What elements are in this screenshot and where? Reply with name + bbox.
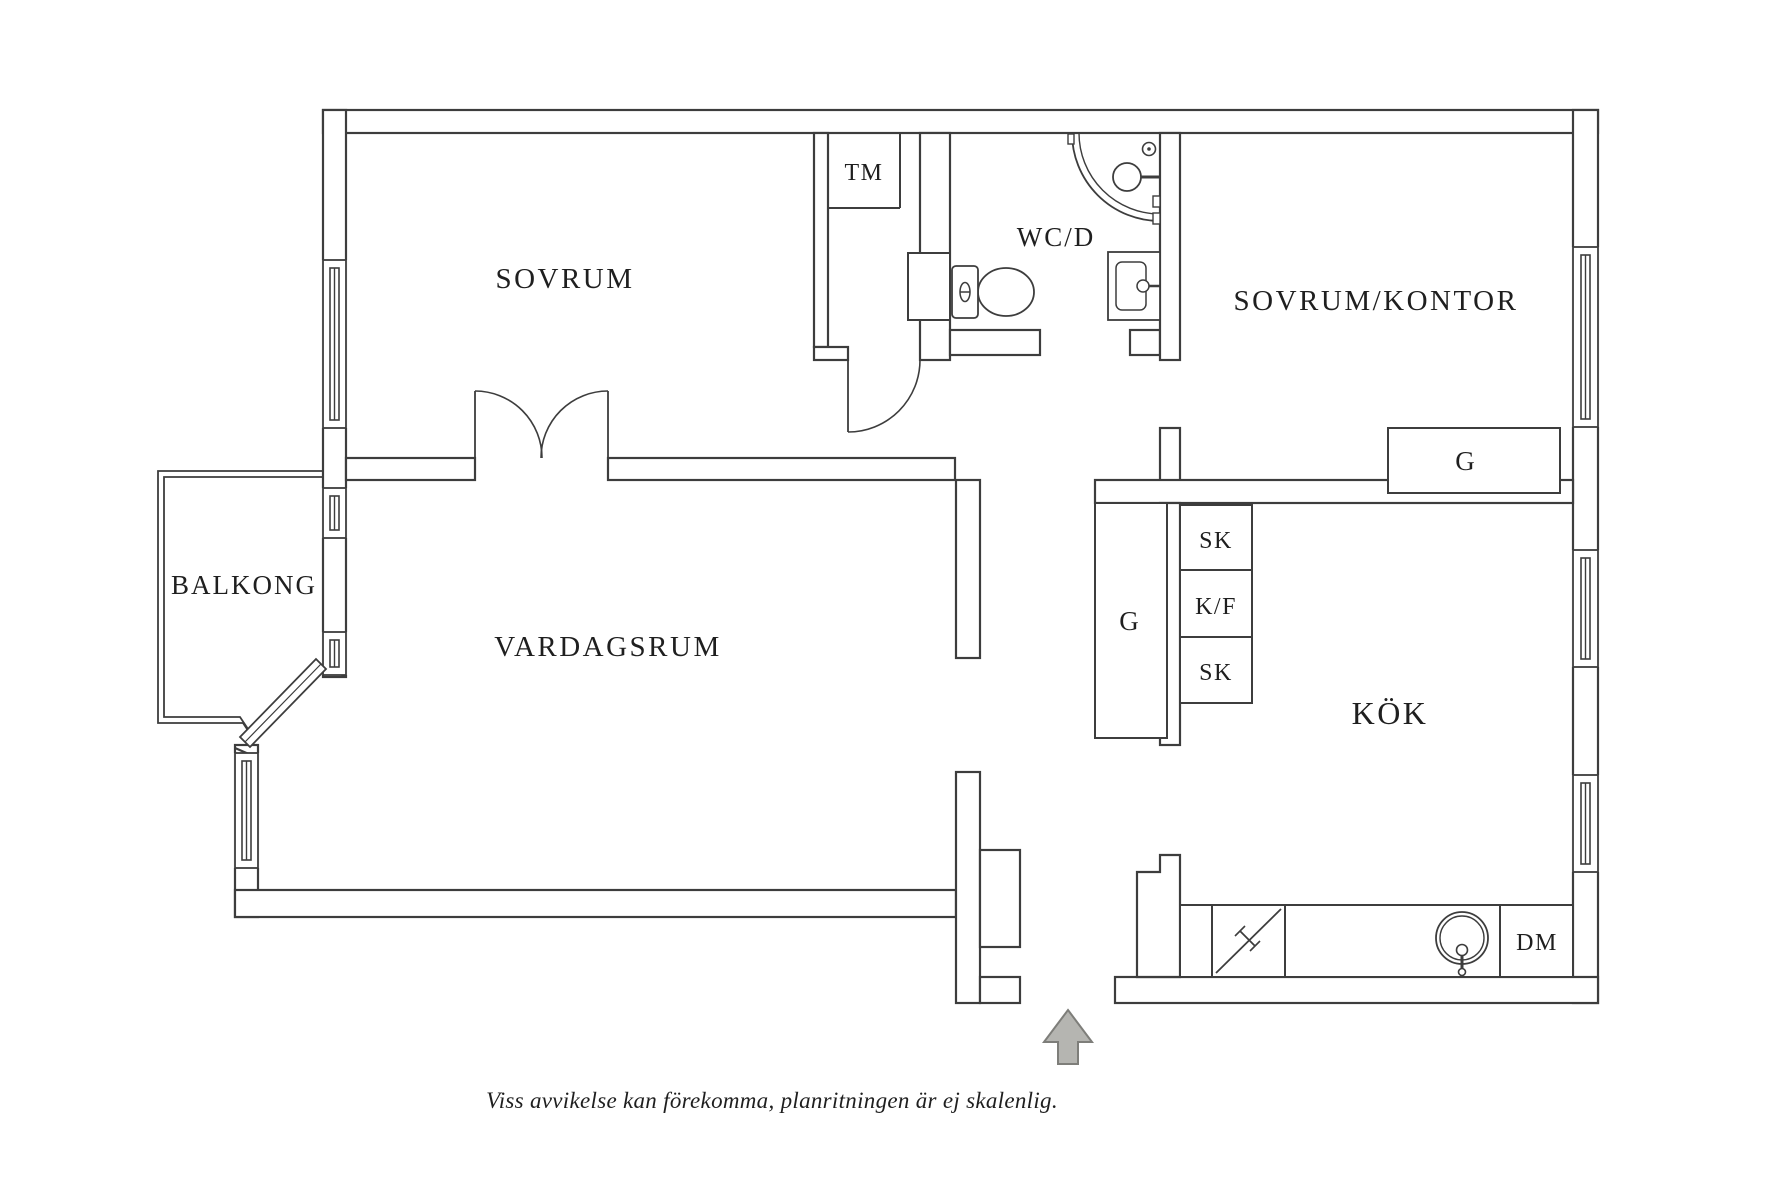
room-label-balkong: BALKONG: [171, 570, 317, 600]
closet-niche: [907, 252, 951, 321]
room-label-wcd: WC/D: [1017, 222, 1096, 252]
wall-hall-divider-lower: [954, 770, 982, 1005]
entrance-arrow-icon: [1042, 1008, 1094, 1065]
bathroom-sink-faucet: [1136, 279, 1150, 293]
wall-sovrum-bottom-right: [606, 456, 957, 482]
balcony-layer: [157, 470, 323, 742]
kitchen-tap-end: [1457, 967, 1467, 977]
wall-vestibule-block: [978, 848, 1022, 949]
wall-bottom-right: [1113, 975, 1600, 1005]
wall-sovrum-right: [812, 131, 830, 349]
wall-wcd-bottom-right: [1128, 328, 1162, 357]
wall-sovrum-bottom-left: [344, 456, 477, 482]
stove-tick: [1239, 930, 1256, 947]
fixture-label-tm: TM: [845, 160, 884, 186]
stove-diagonal: [1215, 908, 1282, 974]
stove-tick-serif-1: [1234, 925, 1246, 937]
shower-door-handle: [1067, 133, 1075, 145]
fixture-label-g-kontor: G: [1455, 446, 1477, 476]
french-door-right-swing: [540, 390, 609, 459]
wall-top: [321, 108, 1600, 135]
windows-layer: [233, 246, 1600, 873]
wardrobe-g-hall: [1094, 502, 1168, 739]
window-kontor: [1571, 246, 1600, 428]
wall-bottom-left: [233, 888, 958, 919]
cabinet-stack-sk-kf-sk: [1179, 504, 1253, 704]
balcony-railing-outer: [157, 470, 323, 742]
balcony-railing-inner: [163, 476, 323, 736]
fixture-label-sk-top: SK: [1199, 528, 1233, 554]
disclaimer-caption: Viss avvikelse kan förekomma, planritnin…: [486, 1088, 1058, 1113]
window-sovrum: [321, 259, 348, 429]
shower-mixer-icon: [1112, 162, 1142, 192]
window-vardagsrum-left: [233, 752, 260, 869]
doors-layer: [238, 359, 921, 749]
wall-vestibule-stub: [978, 975, 1022, 1005]
kitchen-counter: [1179, 904, 1574, 978]
wall-hall-divider-upper: [954, 478, 982, 660]
room-label-kok: KÖK: [1352, 695, 1429, 731]
wall-wcd-bottom-left: [948, 328, 1042, 357]
window-kok-upper: [1571, 549, 1600, 668]
shower-wall-mount-2: [1152, 212, 1161, 225]
stove-tick-serif-2: [1249, 940, 1261, 952]
shower-wall-mount-1: [1152, 195, 1161, 208]
fixture-label-dm: DM: [1516, 930, 1558, 956]
window-kok-lower: [1571, 774, 1600, 873]
wardrobe-g-kontor: [1387, 427, 1561, 494]
window-vardagsrum-upper: [321, 487, 348, 539]
shower-head-dot: [1147, 147, 1151, 151]
toilet-bowl-icon: [977, 267, 1035, 317]
wall-kitchen-divider-low: [1135, 853, 1182, 979]
french-door-left-swing: [474, 390, 543, 459]
wall-closet-jamb: [812, 345, 850, 362]
wall-closet-wcd: [918, 131, 952, 362]
room-label-vardagsrum: VARDAGSRUM: [494, 631, 722, 663]
fixture-label-kf: K/F: [1195, 594, 1237, 620]
fixture-label-sk-bottom: SK: [1199, 660, 1233, 686]
shower-enclosure-outer: [1071, 132, 1161, 222]
room-label-sovrum-kontor: SOVRUM/KONTOR: [1234, 285, 1519, 317]
fixtures-layer: [951, 132, 1574, 978]
shower-enclosure-inner: [1078, 132, 1161, 215]
closet-door-swing: [847, 359, 921, 433]
room-label-sovrum: SOVRUM: [495, 263, 634, 295]
balcony-door-leaf-mid: [244, 663, 322, 743]
walls-layer: [233, 108, 1600, 1005]
kitchen-tap-base: [1455, 943, 1469, 957]
wall-kontor-upper: [1158, 131, 1182, 362]
fixture-label-g-hall: G: [1119, 606, 1141, 636]
